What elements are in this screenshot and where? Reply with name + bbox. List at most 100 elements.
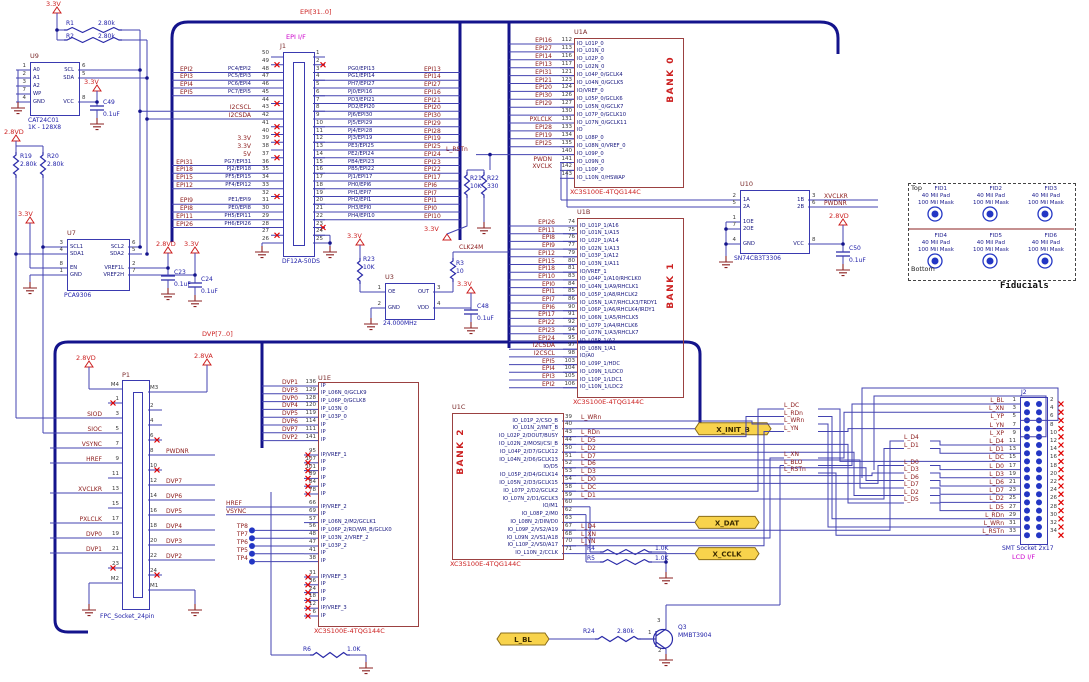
no-connect-x-icon [154, 437, 160, 443]
net-label: EPI15 [176, 174, 193, 181]
ic-part: CAT24C01 [28, 117, 59, 124]
bus-label-epi: EPI[31..0] [300, 8, 332, 16]
pin-number: 2 [316, 57, 320, 64]
net-label: EPI19 [424, 135, 441, 143]
pin-name: 2OE [743, 225, 754, 232]
pin-number: 134 [561, 131, 573, 138]
net-label: L_YN [581, 538, 596, 546]
net-label: EPI24 [538, 334, 555, 342]
pin-number: 1 [377, 285, 382, 291]
pin-number: 30 [1050, 511, 1057, 518]
pin-name: PJ0/EPI16 [348, 88, 373, 95]
pin-number: 2 [732, 193, 737, 199]
pin-number: 29 [262, 212, 269, 219]
pin-number: 95 [568, 334, 575, 341]
pin-name: IO_L07N_1/A3/RHCLK7 [580, 330, 639, 337]
pin-name: IO_L09N_0 [577, 159, 605, 165]
pin-name: 2A [743, 203, 750, 210]
net-label: L_YN [989, 421, 1005, 429]
pin-name: 1A [743, 196, 750, 203]
wire [627, 443, 904, 504]
pin-number: 3 [316, 65, 320, 72]
pin-number: 22 [150, 553, 157, 559]
wire [818, 472, 1020, 536]
net-label: EPI15 [538, 257, 555, 265]
pin-number: 78 [309, 487, 316, 493]
net-label: EPI10 [424, 212, 441, 220]
pin-number: 43 [262, 104, 269, 111]
pin-name: IO_L06N_1/A5/RHCLK5 [580, 314, 639, 321]
gnd-icon [659, 654, 673, 667]
net-label: SIOC [87, 426, 103, 433]
wire [627, 459, 904, 489]
net-label: L_DC [988, 454, 1004, 462]
junction-dot [95, 100, 99, 104]
resistor-body [64, 26, 122, 34]
pin-name: IP/VREF_3 [321, 604, 347, 611]
net-label: PWDNR [166, 448, 189, 455]
pin-number: 1 [22, 63, 27, 69]
pin-name: IO_L08N_2/DIN/D0 [510, 518, 558, 525]
pin-name: PJ5/EPI29 [348, 119, 373, 126]
pin-number: 25 [316, 236, 323, 242]
pin-number: 15 [112, 501, 119, 507]
pin-number: 19 [112, 531, 119, 537]
wire [627, 408, 784, 492]
pin-name: IO_L07P_2/D2/GCLK2 [503, 487, 558, 494]
net-label: EPI21 [535, 76, 552, 84]
wire [818, 403, 1020, 466]
ic-refdes: U10 [740, 180, 754, 188]
gnd-icon [255, 246, 269, 259]
resistor-ref: R22 [487, 175, 499, 182]
connector-part: FPC_Socket_24pin [100, 613, 155, 620]
junction-dot [14, 252, 18, 256]
pin-number: 11 [112, 471, 119, 477]
pin-number: 104 [564, 365, 576, 372]
pin-name: PF5/EPI15 [225, 174, 251, 180]
net-label: EPI9 [542, 242, 555, 250]
pin-number: 1 [1012, 397, 1017, 403]
pin-name: IO_L07N_2/D1/GCLK3 [502, 495, 559, 502]
pin-name: IO/VREF_1 [580, 268, 607, 275]
resistor-value: 330 [487, 183, 499, 190]
pin-name: IO_L09P_2/VS2/A19 [507, 526, 558, 533]
pin-name: A1 [33, 74, 40, 81]
pin-number: 11 [1009, 438, 1016, 444]
junction-dot [145, 252, 149, 256]
pin-number: 20 [150, 538, 157, 544]
bus-wire [170, 20, 840, 242]
pin-name: IO_L01P_1/A16 [580, 222, 619, 229]
pin-name: IO [577, 127, 583, 134]
testpoint-label: TP6 [236, 539, 248, 546]
pin-number: 7 [115, 441, 120, 447]
net-label: EPI23 [538, 326, 555, 334]
no-connect-x-icon [305, 589, 311, 596]
wire [818, 408, 1020, 462]
net-label: EPI26 [538, 219, 555, 226]
wire [627, 457, 784, 539]
net-label: HREF [86, 456, 102, 463]
no-connect-x-icon [274, 232, 280, 239]
pin-number: 32 [1050, 520, 1057, 526]
pin-number: 17 [316, 174, 323, 180]
pin-number: 16 [150, 508, 157, 514]
pin-number: 24 [309, 585, 316, 592]
junction-dot [724, 242, 728, 246]
net-flag-label: X_INIT_B [716, 426, 750, 434]
net-label-clk24m: CLK24M [459, 244, 484, 251]
wire [627, 472, 904, 477]
resistor-ref: R23 [363, 256, 375, 263]
power-label: 3.3V [46, 0, 61, 8]
pin-name: WP [33, 90, 42, 97]
junction-dot [328, 241, 332, 245]
pin-number: 6 [312, 609, 317, 615]
fiducial-pad-label: 40 Mil Pad [921, 240, 950, 246]
ic-U9 [30, 62, 80, 116]
wire [818, 416, 1020, 520]
no-connect-x-icon [1058, 524, 1064, 530]
pin-number: 130 [561, 108, 573, 115]
pin-number: 12 [1050, 438, 1057, 444]
net-label: L_RDn [784, 409, 803, 417]
connector-refdes: P1 [122, 371, 131, 379]
pin-name: IO_L04P_2/D7/GCLK12 [499, 448, 558, 455]
